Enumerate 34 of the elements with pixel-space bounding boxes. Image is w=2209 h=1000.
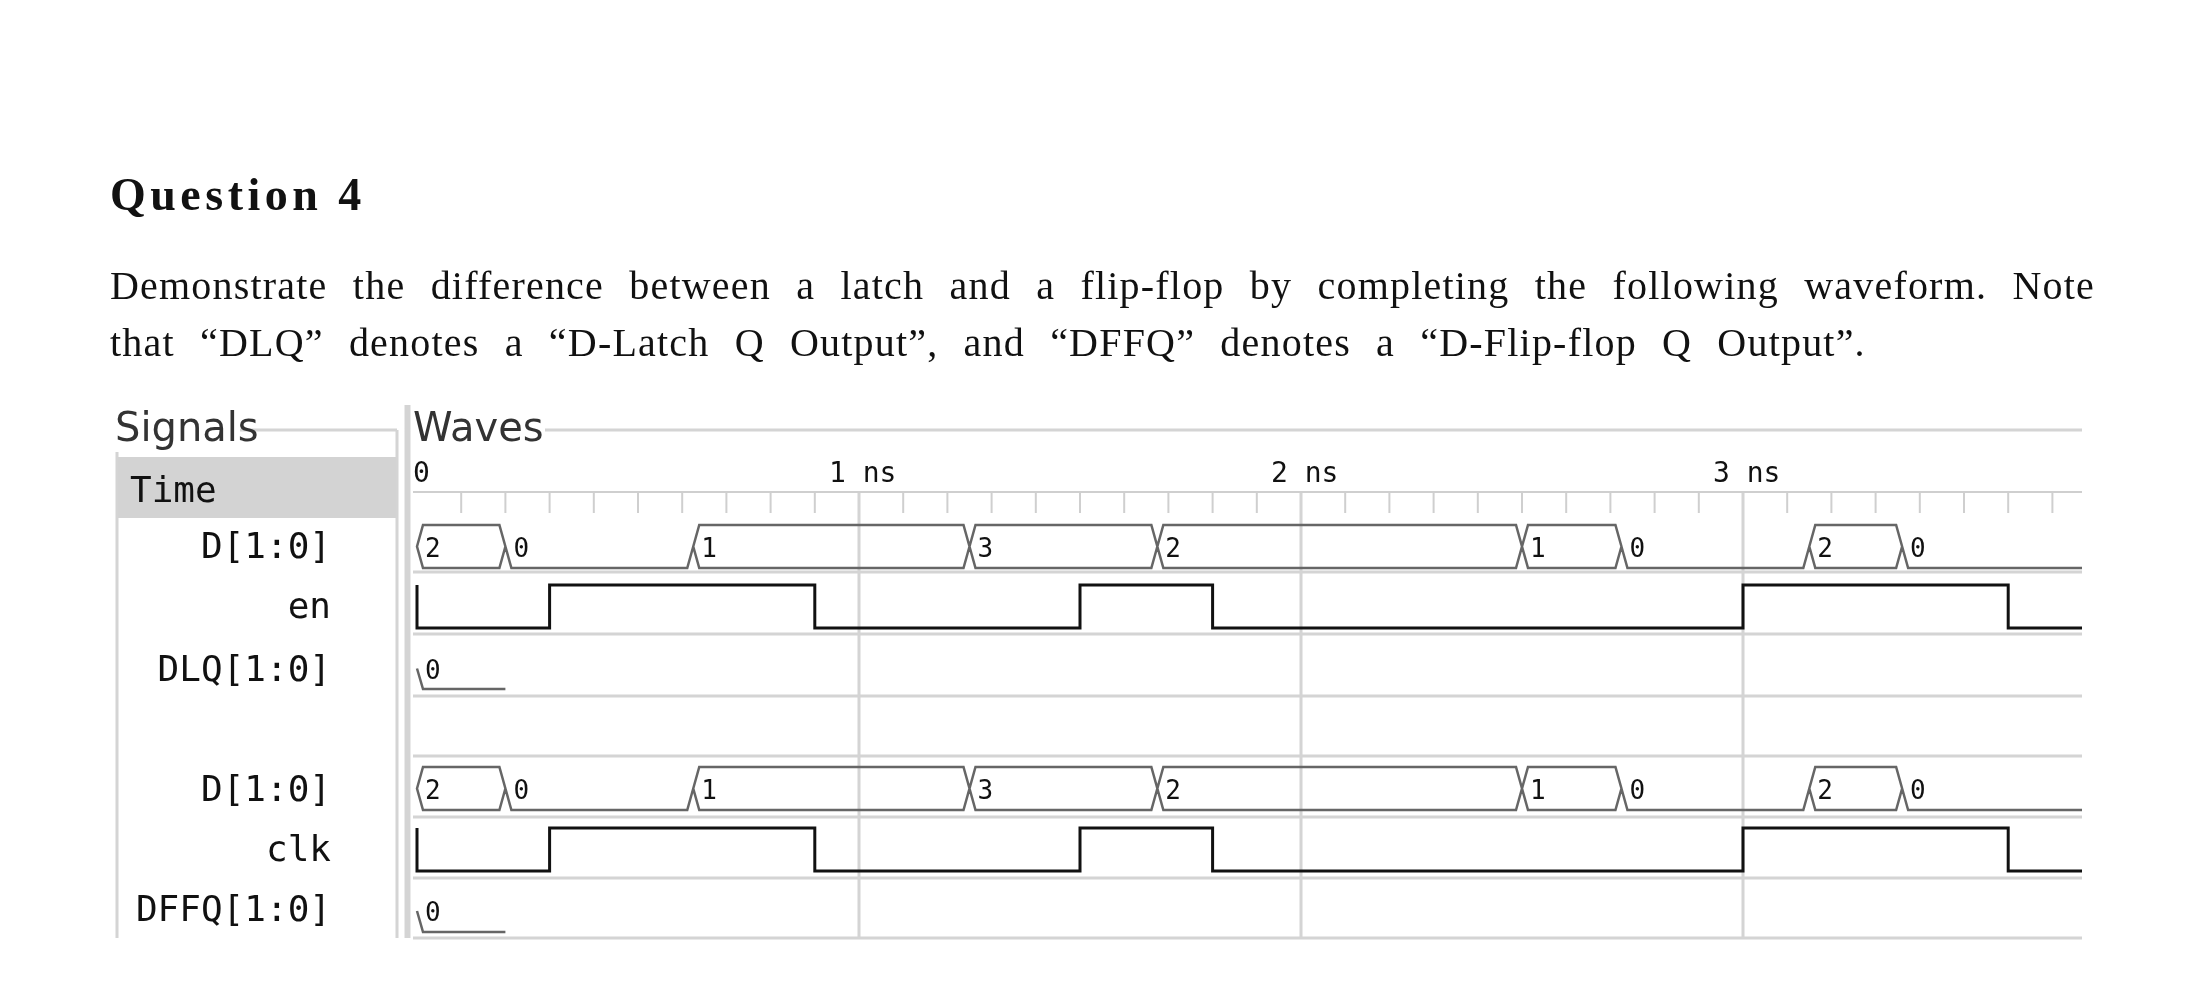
bus-value: 0 <box>425 899 441 925</box>
bus-value: 0 <box>1910 776 1926 803</box>
question-text: Demonstrate the difference between a latch and a flip-flop by completing the following waveform. Note that “DLQ” denotes a “D-Latch Q Output”, and “DFFQ” denotes a “D-Flip-flop Q Output”. <box>110 262 2095 367</box>
bus-value: 2 <box>1165 776 1181 803</box>
bus-value: 1 <box>1530 776 1546 803</box>
bus-value: 0 <box>425 656 441 683</box>
bus-value: 1 <box>1530 534 1546 561</box>
signal-name: clk <box>265 831 331 867</box>
signal-name: D[1:0] <box>200 771 331 807</box>
signal-name: DLQ[1:0] <box>157 651 331 687</box>
time-label: Time <box>130 472 217 508</box>
bus-value: 2 <box>1817 534 1833 561</box>
bus-value: 0 <box>513 534 530 561</box>
signal-name: en <box>287 588 331 624</box>
bus-value: 2 <box>425 776 441 803</box>
bus-value: 0 <box>1910 534 1926 561</box>
bus-value: 0 <box>1629 776 1646 803</box>
bus-value: 3 <box>977 776 994 803</box>
time-tick-label: 1 ns <box>829 459 897 487</box>
time-tick-label: 0 <box>413 459 430 487</box>
signal-name: DFFQ[1:0] <box>135 891 331 927</box>
bus-value: 0 <box>1629 534 1646 561</box>
time-tick-label: 3 ns <box>1713 459 1781 487</box>
bus-value: 3 <box>977 534 994 561</box>
signal-name: D[1:0] <box>200 528 331 564</box>
bus-value: 2 <box>425 534 441 561</box>
bus-value: 1 <box>701 534 717 561</box>
panel-heading: Waves <box>413 407 544 447</box>
bus-value: 2 <box>1817 776 1833 803</box>
bus-value: 0 <box>513 776 530 803</box>
question-heading: Question 4 <box>110 168 366 221</box>
bus-value: 2 <box>1165 534 1181 561</box>
time-tick-label: 2 ns <box>1271 459 1339 487</box>
bus-value: 1 <box>701 776 717 803</box>
